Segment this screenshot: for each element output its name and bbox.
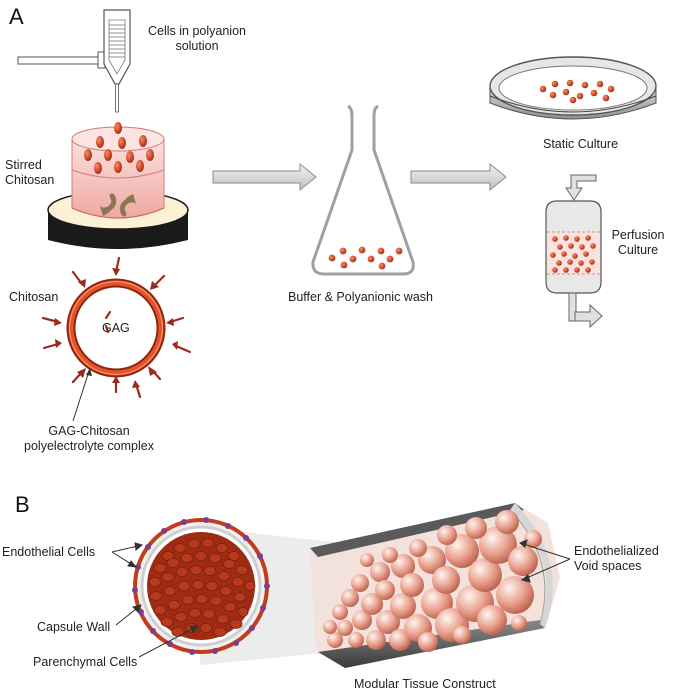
endothelial-cells-ring [132, 517, 270, 655]
cell-beads-beaker [84, 122, 154, 174]
stirred-line1: Stirred [5, 158, 42, 172]
construct-label: Modular Tissue Construct [354, 677, 496, 691]
perfusion-line1: Perfusion [611, 228, 665, 242]
wash-label: Buffer & Polyanionic wash [288, 290, 433, 304]
chitosan-label: Chitosan [9, 290, 59, 304]
stirred-line2: Chitosan [5, 173, 55, 187]
petri-dish [489, 56, 657, 120]
parenchymal-cells-cluster [147, 532, 256, 640]
panel-label-a: A [9, 4, 24, 29]
process-arrow-2 [410, 162, 507, 192]
void-line2: Void spaces [574, 559, 642, 573]
gag-label: GAG [102, 321, 130, 335]
complex-line1: GAG-Chitosan [48, 424, 130, 438]
stir-arrows-icon [100, 193, 136, 217]
cell-beads-column [550, 235, 596, 273]
cell-beads-flask [328, 246, 403, 270]
complex-leader-arrowhead [86, 368, 92, 376]
cell-beads-dish [539, 79, 615, 104]
cells-label: Cells in polyanion solution [138, 24, 256, 54]
cells-label-line2: solution [175, 39, 219, 53]
process-arrow-1 [212, 162, 317, 192]
chitosan-beaker [71, 126, 165, 219]
wash-flask [311, 104, 415, 276]
panel-label-b: B [15, 492, 30, 517]
void-space-spheres [323, 510, 542, 652]
parenchymal-cells-label: Parenchymal Cells [33, 655, 138, 669]
void-spaces-label: Endothelialized Void spaces [574, 544, 659, 574]
perfusion-column [545, 174, 603, 329]
complex-leader-line [72, 367, 91, 422]
complex-label: GAG-Chitosan polyelectrolyte complex [14, 424, 164, 454]
syringe [17, 9, 131, 113]
panel-b-leader-lines [111, 539, 571, 658]
static-culture-label: Static Culture [543, 137, 619, 151]
gag-capsule-ring [66, 278, 166, 378]
perfusion-line2: Culture [617, 243, 659, 257]
perfusion-culture-label: Perfusion Culture [606, 228, 670, 258]
cells-label-line1: Cells in polyanion [148, 24, 246, 38]
stirred-chitosan-label: Stirred Chitosan [5, 158, 54, 188]
capsule-wall-label: Capsule Wall [37, 620, 111, 634]
endothelial-cells-label: Endothelial Cells [2, 545, 96, 559]
void-line1: Endothelialized [574, 544, 659, 558]
chitosan-arrowheads [54, 268, 178, 388]
complex-line2: polyelectrolyte complex [24, 439, 154, 453]
